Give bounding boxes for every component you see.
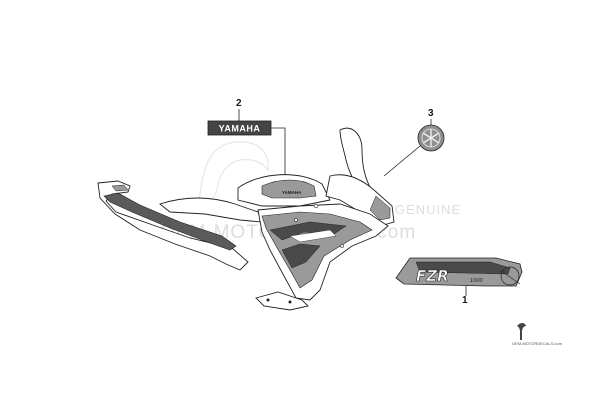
fzr-sub-text: 1000	[470, 278, 483, 284]
leader-line-3b	[383, 145, 421, 177]
tuning-fork-emblem-decal	[417, 124, 445, 152]
yamaha-badge-label: YAMAHA	[219, 124, 261, 134]
tank-panel-decal	[261, 179, 317, 199]
callout-2: 2	[236, 98, 242, 109]
tank-badge-label: YAMAHA	[282, 190, 302, 195]
tail-stripe-decal	[103, 192, 237, 251]
fzr-logo-text: FZR	[416, 267, 449, 285]
corner-watermark-text: OEM-MOTORDECALS.com	[512, 341, 563, 346]
leader-line-2b	[271, 127, 286, 185]
yamaha-badge-decal: YAMAHA	[207, 120, 272, 136]
callout-1: 1	[462, 295, 468, 306]
corner-watermark-logo: OEM-MOTORDECALS.com	[512, 323, 563, 346]
watermark-genuine-text: GENUINE	[395, 202, 461, 217]
motorcycle-fairing-drawing: YAMAHA	[97, 127, 395, 311]
fzr-logo-decal: FZR 1000	[395, 257, 523, 287]
callout-3: 3	[428, 108, 434, 119]
